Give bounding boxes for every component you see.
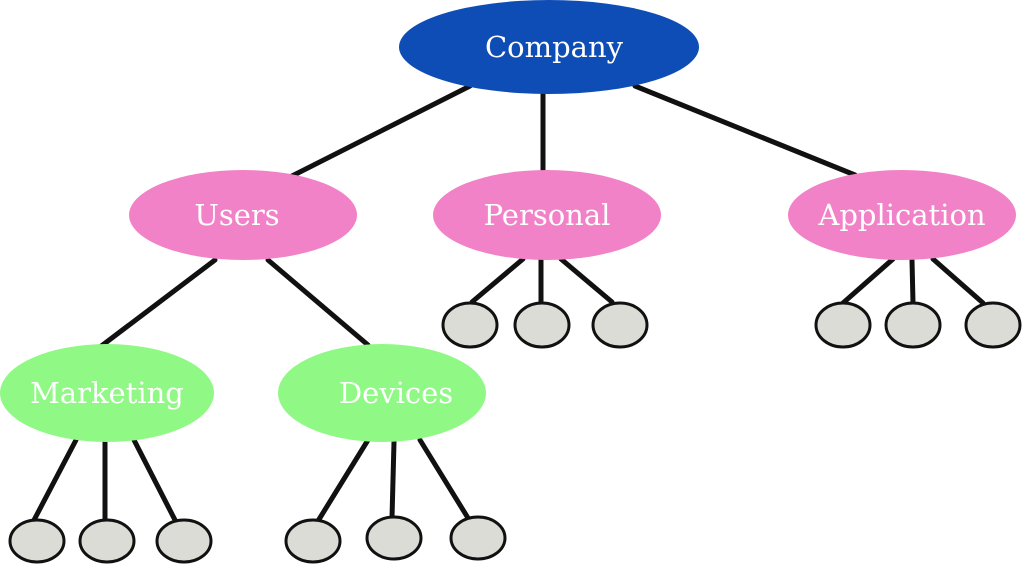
- edge-company-application: [632, 83, 858, 178]
- users-node-label: Users: [194, 198, 279, 232]
- devices-node: Devices: [278, 344, 486, 442]
- personal-node-shape: [433, 170, 661, 260]
- users-node-shape: [129, 170, 357, 260]
- leaf-nodes: [8, 301, 1022, 564]
- leaf-node: [884, 301, 942, 349]
- edge-company-users: [287, 83, 473, 180]
- leaf-edges: [30, 256, 986, 525]
- users-node: Users: [129, 170, 357, 260]
- edge-users-marketing: [97, 257, 218, 350]
- leaf-node: [8, 518, 66, 564]
- leaf-node: [814, 301, 872, 349]
- edge-devices-leaf-3: [417, 437, 471, 521]
- edge-users-devices: [265, 257, 371, 348]
- leaf-node: [513, 301, 571, 349]
- application-node: Application: [788, 170, 1016, 260]
- company-node-shape: [399, 0, 699, 94]
- application-node-label: Application: [817, 198, 985, 232]
- marketing-node: Marketing: [0, 344, 214, 442]
- edge-marketing-leaf-3: [131, 437, 178, 523]
- edge-marketing-leaf-1: [30, 437, 79, 525]
- edge-application-leaf-2: [909, 257, 916, 306]
- company-node-label: Company: [485, 30, 624, 64]
- leaf-node: [284, 518, 342, 564]
- personal-node: Personal: [433, 170, 661, 260]
- edge-personal-leaf-1: [469, 256, 526, 305]
- leaf-node: [365, 515, 423, 561]
- edge-personal-leaf-3: [558, 256, 615, 305]
- edge-devices-leaf-2: [389, 439, 397, 521]
- devices-node-shape: [278, 344, 486, 442]
- leaf-node: [964, 301, 1022, 349]
- leaf-node: [78, 518, 136, 564]
- leaf-node: [449, 515, 507, 561]
- leaf-node: [441, 301, 499, 349]
- edge-devices-leaf-1: [315, 437, 371, 524]
- application-node-shape: [788, 170, 1016, 260]
- edge-application-leaf-1: [840, 256, 896, 306]
- devices-node-label: Devices: [339, 376, 453, 410]
- edge-application-leaf-3: [930, 256, 986, 306]
- root-edges: [287, 83, 858, 180]
- leaf-node: [591, 301, 649, 349]
- personal-node-label: Personal: [484, 198, 611, 232]
- marketing-node-label: Marketing: [30, 376, 184, 410]
- company-node: Company: [399, 0, 699, 94]
- leaf-node: [155, 518, 213, 564]
- marketing-node-shape: [0, 344, 214, 442]
- users-edges: [97, 257, 371, 350]
